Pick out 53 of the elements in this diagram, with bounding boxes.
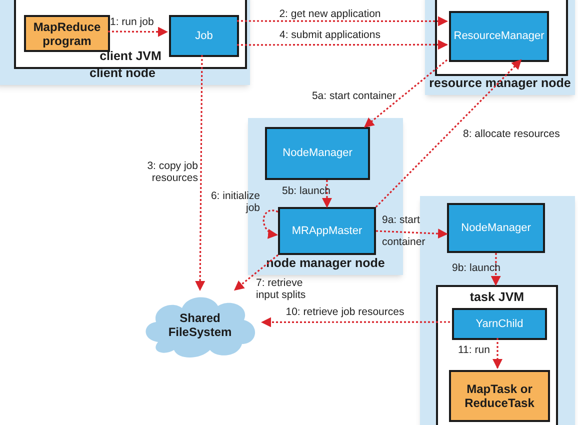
component-box [265,127,370,180]
box-label: MapTask or ReduceTask [464,382,536,410]
edge-label: 8: allocate resources [463,128,561,140]
edge-label: 7: retrieve input splits [256,277,307,301]
component-box [452,308,547,340]
node-label: client node [90,65,156,82]
box-label: YarnChild [476,316,524,332]
component-box [169,15,239,57]
edge-label: 11: run [458,344,491,356]
node-label: node manager node [266,255,385,272]
cloud-label: Shared FileSystem [167,311,233,339]
edge-label: 3: copy job resources [146,160,198,184]
edge-label: 9b: launch [452,262,502,274]
arrow [108,26,168,37]
arrow [261,317,450,328]
node-panel [0,0,250,85]
arrow [237,40,448,50]
program-box [24,15,110,52]
jvm-label: task JVM [470,289,524,306]
arrow [234,254,278,291]
box-label: MRAppMaster [292,224,362,239]
node-label: resource manager node [429,75,571,92]
arrow [376,228,448,239]
arrow [364,59,448,128]
edge-label: 6: initialize job [210,190,260,214]
edge-label: 4: submit applications [278,29,382,41]
edge-label: 9a: start container [382,213,426,250]
edge-label: 10: retrieve job resources [284,306,406,318]
edge-label: 1: run job [110,16,155,28]
box-label: ResourceManager [454,29,544,44]
edge-label: 5b: launch [282,185,332,197]
arrow [490,253,501,286]
component-box [449,11,549,62]
arrow [262,210,278,238]
jvm-label: client JVM [100,48,162,66]
task-box [449,370,550,422]
box-label: NodeManager [461,220,531,236]
arrow [492,338,502,369]
jvm-box [436,285,558,425]
box-label: NodeManager [282,146,352,162]
jvm-box [14,0,247,69]
arrow [195,55,206,291]
component-box [278,207,376,255]
box-label: Job [195,28,213,44]
edge-label: 2: get new application [278,8,382,20]
arrow [375,59,522,208]
node-panel [425,0,575,95]
arrow [237,16,448,26]
edge-label: 5a: start container [310,90,396,102]
component-box [447,203,545,253]
box-label: MapReduce program [32,20,102,48]
arrow [322,180,332,208]
container-box [435,0,568,76]
